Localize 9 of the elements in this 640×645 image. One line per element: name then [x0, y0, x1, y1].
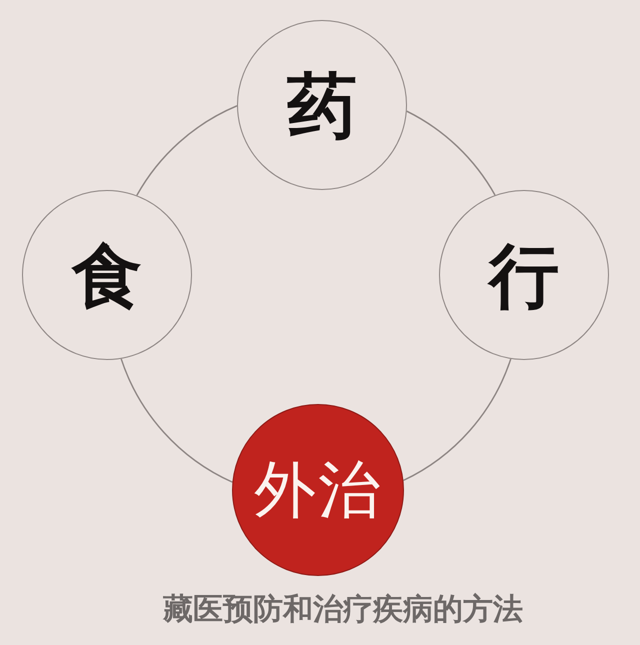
caption: 藏医预防和治疗疾病的方法	[162, 592, 524, 628]
connector-arc	[406, 110, 496, 196]
node-label: 行	[489, 236, 559, 314]
connector-arc	[120, 358, 233, 483]
node-label: 食	[72, 236, 142, 314]
node-label: 外治	[254, 456, 382, 524]
connector-arc	[403, 358, 512, 482]
node-label: 药	[287, 66, 357, 144]
connector-arc	[136, 105, 238, 196]
